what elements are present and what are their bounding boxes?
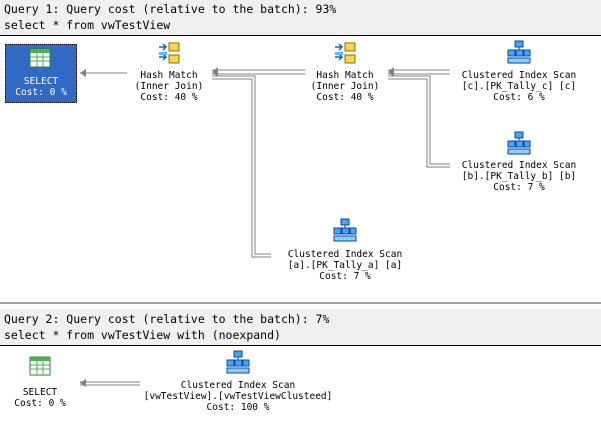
query2-cost-text: Query 2: Query cost (relative to the bat…: [4, 312, 330, 326]
query2-sql-text: select * from vwTestView with (noexpand): [4, 328, 281, 342]
select-table-icon: [29, 356, 51, 380]
query1-sql-text: select * from vwTestView: [4, 18, 171, 32]
query1-scan-c-name: Clustered Index Scan: [461, 70, 577, 81]
query2-select-name: SELECT: [22, 387, 58, 398]
clustered-index-scan-icon: [507, 40, 531, 68]
query1-scan-a-detail: [a].[PK_Tally_a] [a]: [287, 260, 403, 271]
query1-scan-a-name: Clustered Index Scan: [287, 249, 403, 260]
query1-scan-b-name: Clustered Index Scan: [461, 160, 577, 171]
hash-match-icon: [334, 42, 356, 68]
query1-hash1-detail: (Inner Join): [134, 81, 204, 92]
query1-scan-a-cost: Cost: 7 %: [319, 271, 371, 282]
query-separator: [0, 302, 601, 304]
query1-hash2-detail: (Inner Join): [310, 81, 380, 92]
query2-header: [0, 309, 601, 345]
query1-scan-b-detail: [b].[PK_Tally_b] [b]: [461, 171, 577, 182]
query1-select-node[interactable]: SELECT Cost: 0 %: [5, 44, 77, 103]
select-table-icon: [29, 48, 51, 72]
query1-header: [0, 0, 601, 35]
query2-select-cost: Cost: 0 %: [14, 398, 66, 409]
query1-scan-c-cost: Cost: 6 %: [493, 92, 545, 103]
query1-divider: [0, 35, 601, 36]
query1-hash2-name: Hash Match: [316, 70, 374, 81]
query1-cost-text: Query 1: Query cost (relative to the bat…: [4, 2, 337, 16]
query1-scan-c-detail: [c].[PK_Tally_c] [c]: [461, 81, 577, 92]
query1-hash1-cost: Cost: 40 %: [140, 92, 198, 103]
query2-scan-cost: Cost: 100 %: [206, 402, 270, 413]
query2-divider: [0, 345, 601, 346]
query1-select-cost: Cost: 0 %: [15, 87, 67, 98]
clustered-index-scan-icon: [333, 218, 357, 246]
query1-scan-b-cost: Cost: 7 %: [493, 182, 545, 193]
query1-hash2-cost: Cost: 40 %: [316, 92, 374, 103]
clustered-index-scan-icon: [507, 131, 531, 159]
query1-hash1-name: Hash Match: [140, 70, 198, 81]
hash-match-icon: [158, 42, 180, 68]
query2-scan-name: Clustered Index Scan: [180, 380, 296, 391]
query2-scan-detail: [vwTestView].[vwTestViewClusteed]: [143, 391, 333, 402]
clustered-index-scan-icon: [226, 350, 250, 378]
query1-select-name: SELECT: [23, 76, 59, 87]
